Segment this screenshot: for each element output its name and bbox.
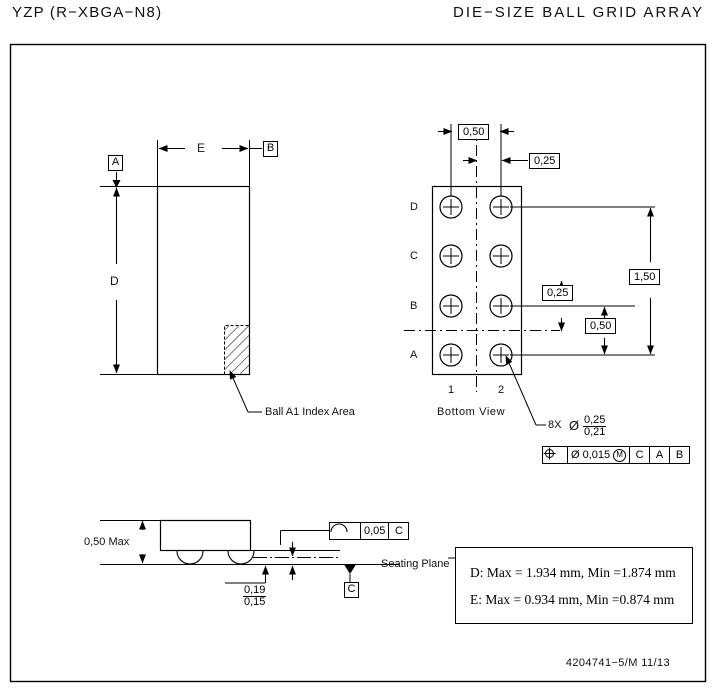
coplanarity-datum: C: [394, 525, 403, 537]
dim-value-offset-vertical: 0,25: [542, 285, 574, 301]
datum-feature-a: A: [108, 155, 123, 171]
diameter-symbol-icon: Ø: [569, 418, 580, 433]
ball-dia-max: 0,25: [583, 414, 607, 427]
ball-d2: [489, 195, 513, 219]
ball-c2: [489, 244, 513, 268]
solder-ball-left: [176, 550, 204, 565]
package-outline-side: [159, 519, 252, 552]
dimension-table: D: Max = 1.934 mm, Min =1.874 mm E: Max …: [455, 547, 693, 624]
column-label-2: 2: [498, 384, 505, 396]
document-number: 4204741−5/M 11/13: [565, 657, 670, 669]
bottom-view-geometry: [404, 124, 655, 426]
page-title-right: DIE−SIZE BALL GRID ARRAY: [453, 4, 704, 21]
row-label-d: D: [410, 201, 418, 213]
ball-a1: [439, 343, 463, 367]
position-datum-1: C: [630, 447, 651, 463]
datum-c-triangle: [344, 564, 356, 574]
mmc-modifier-icon: M: [613, 448, 627, 462]
profile-of-surface-symbol-icon: [330, 523, 361, 539]
datum-feature-c: C: [344, 582, 359, 598]
ball-a2: [489, 343, 513, 367]
side-view-geometry: [100, 519, 400, 584]
ball-count-note: 8X: [548, 419, 562, 431]
row-label-a: A: [410, 349, 418, 361]
top-view-geometry: [100, 140, 262, 413]
dimension-row-d: D: Max = 1.934 mm, Min =1.874 mm: [470, 565, 676, 580]
seating-plane-label: Seating Plane: [381, 558, 450, 570]
dim-value-pitch-horizontal: 0,50: [458, 124, 490, 140]
page-border: [9, 43, 707, 683]
ball-diameter-tolerance: 0,25 0,21: [583, 414, 607, 438]
position-tolerance-value: 0,015: [582, 449, 611, 461]
page-title-left: YZP (R−XBGA−N8): [12, 4, 163, 21]
ball-b1: [439, 294, 463, 318]
ball-c1: [439, 244, 463, 268]
dim-value-offset-horizontal: 0,25: [529, 153, 561, 169]
position-datum-3: B: [675, 449, 684, 461]
ball-b2: [489, 294, 513, 318]
ball-a1-index-area: [224, 325, 250, 375]
row-label-c: C: [410, 250, 418, 262]
ball-dia-min: 0,21: [584, 426, 606, 438]
ball-d1: [439, 195, 463, 219]
position-diameter-symbol-icon: Ø: [571, 449, 580, 461]
ball-note-leader: [505, 355, 537, 426]
position-datum-2: A: [650, 447, 671, 463]
position-feature-control-frame: Ø 0,015 M C A B: [542, 446, 691, 464]
standoff-tolerance: 0,19 0,15: [243, 584, 267, 608]
solder-ball-right: [227, 550, 255, 565]
bottom-view-caption: Bottom View: [437, 406, 506, 418]
standoff-max: 0,19: [243, 584, 267, 597]
side-view-height-note: 0,50 Max: [84, 536, 130, 548]
datum-a-arrow: [112, 180, 121, 188]
row-label-b: B: [410, 300, 418, 312]
column-label-1: 1: [448, 384, 455, 396]
package-outline-bottom: [431, 185, 523, 376]
dimension-row-e: E: Max = 0.934 mm, Min =0.874 mm: [470, 592, 675, 607]
position-symbol-icon: [543, 447, 568, 463]
index-area-dashed-edge: [224, 325, 250, 375]
index-area-leader: [229, 370, 249, 413]
coplanarity-tolerance-value: 0,05: [361, 523, 390, 539]
position-tolerance-cell: Ø 0,015 M: [568, 447, 631, 463]
dim-value-span-vertical: 1,50: [629, 269, 661, 285]
dim-value-pitch-vertical: 0,50: [585, 318, 617, 334]
coplanarity-feature-control-frame: 0,05 C: [329, 522, 410, 540]
dim-label-e: E: [197, 141, 206, 155]
standoff-min: 0,15: [244, 596, 266, 608]
dim-label-d: D: [110, 274, 119, 288]
datum-feature-b: B: [263, 141, 278, 157]
ball-a1-index-note: Ball A1 Index Area: [265, 406, 355, 418]
package-outline-top: [156, 185, 251, 376]
